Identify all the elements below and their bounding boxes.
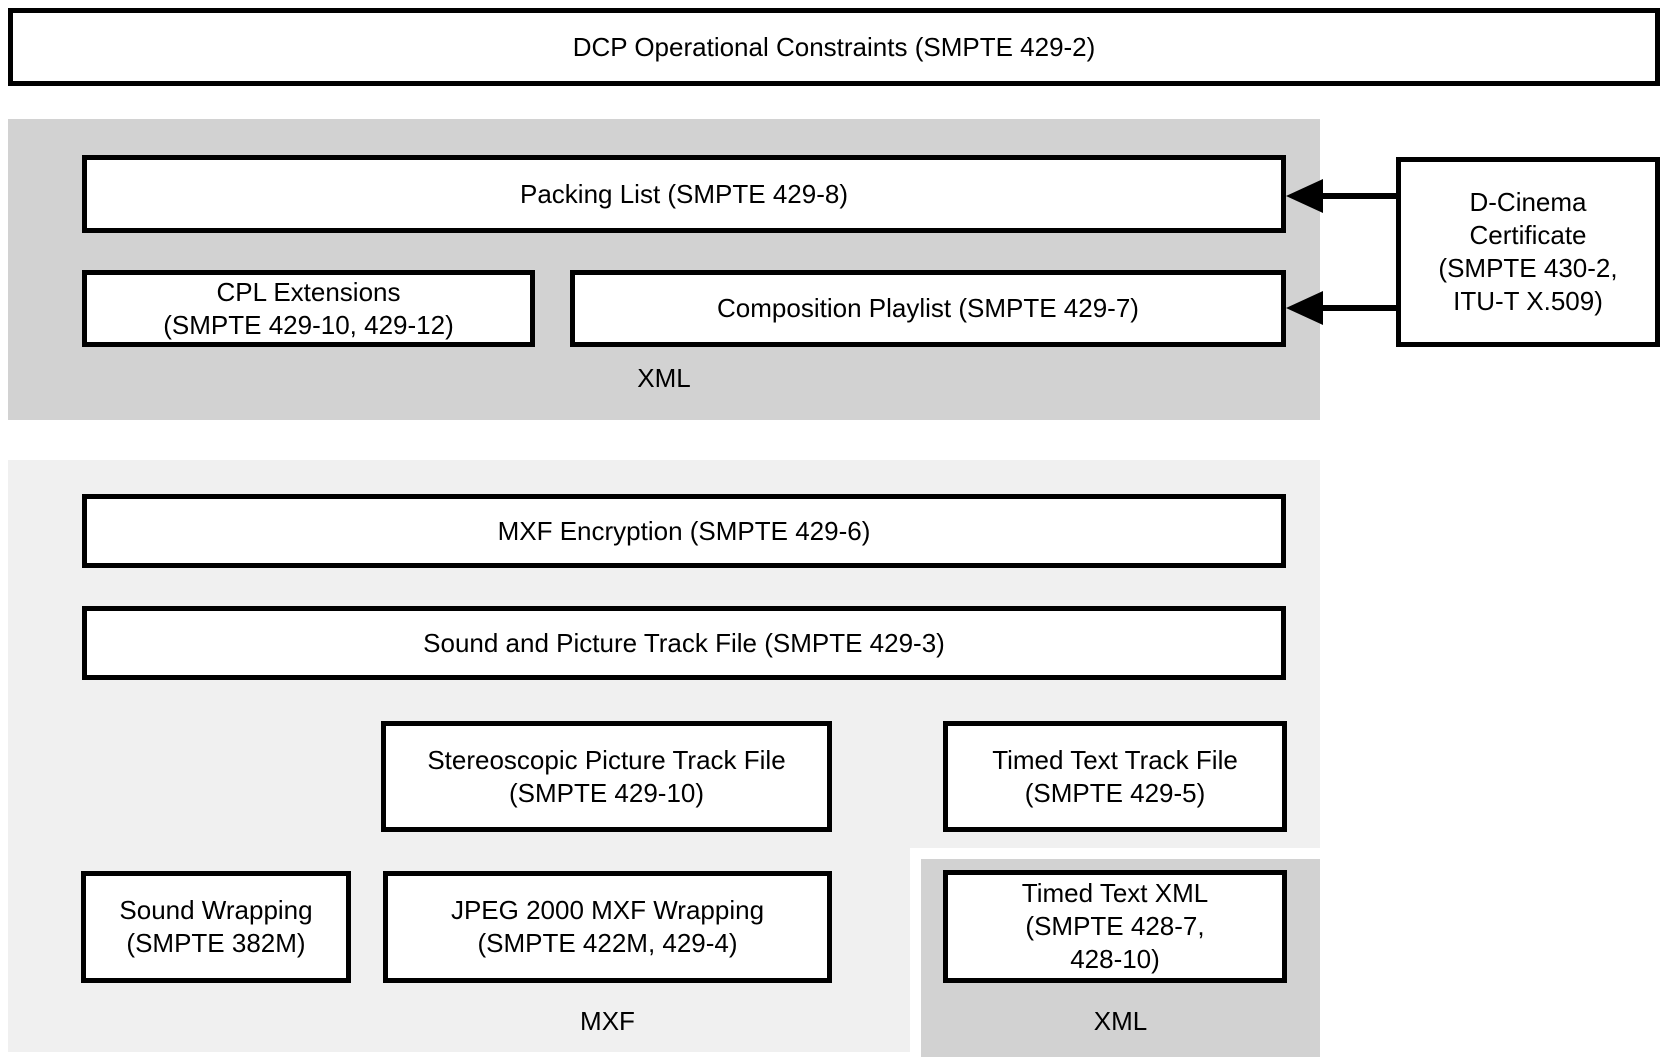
timed-text-track-file-label-line1: Timed Text Track File: [992, 744, 1238, 775]
stereoscopic-picture-track-file-box: Stereoscopic Picture Track File (SMPTE 4…: [381, 721, 832, 832]
dcp-operational-constraints-label: DCP Operational Constraints (SMPTE 429-2…: [572, 31, 1096, 62]
packing-list-box: Packing List (SMPTE 429-8): [82, 155, 1286, 233]
timed-text-xml-box: Timed Text XML (SMPTE 428-7, 428-10): [943, 870, 1287, 983]
d-cinema-certificate-box: D-Cinema Certificate (SMPTE 430-2, ITU-T…: [1396, 157, 1660, 347]
cpl-extensions-box: CPL Extensions (SMPTE 429-10, 429-12): [82, 270, 535, 347]
sound-and-picture-track-file-label: Sound and Picture Track File (SMPTE 429-…: [423, 627, 945, 658]
timed-text-track-file-label-line2: (SMPTE 429-5): [1024, 777, 1206, 808]
jpeg2000-mxf-wrapping-label-line2: (SMPTE 422M, 429-4): [477, 928, 738, 958]
timed-text-xml-label-line3: 428-10): [1070, 944, 1160, 974]
arrow-left-icon: [1286, 179, 1323, 213]
timed-text-track-file-box: Timed Text Track File (SMPTE 429-5): [943, 721, 1287, 832]
d-cinema-certificate-label-line4: ITU-T X.509): [1453, 286, 1603, 316]
timed-text-xml-section-label: XML: [1093, 1006, 1148, 1036]
arrow-shaft: [1320, 305, 1396, 311]
arrow-shaft: [1320, 193, 1396, 199]
timed-text-xml-label-line1: Timed Text XML: [1021, 878, 1209, 908]
composition-playlist-box: Composition Playlist (SMPTE 429-7): [570, 270, 1286, 347]
sound-wrapping-box: Sound Wrapping (SMPTE 382M): [81, 871, 351, 983]
d-cinema-certificate-label-line3: (SMPTE 430-2,: [1438, 253, 1618, 283]
d-cinema-certificate-label-line2: Certificate: [1469, 220, 1587, 250]
arrow-left-icon: [1286, 291, 1323, 325]
jpeg2000-mxf-wrapping-box: JPEG 2000 MXF Wrapping (SMPTE 422M, 429-…: [383, 871, 832, 983]
stereoscopic-picture-track-file-label-line1: Stereoscopic Picture Track File: [427, 744, 786, 775]
d-cinema-certificate-label-line1: D-Cinema: [1469, 187, 1587, 217]
stereoscopic-picture-track-file-label-line2: (SMPTE 429-10): [508, 777, 705, 808]
jpeg2000-mxf-wrapping-label-line1: JPEG 2000 MXF Wrapping: [450, 895, 765, 925]
cpl-extensions-label-line2: (SMPTE 429-10, 429-12): [163, 309, 454, 340]
certificate-to-packing-list-arrow: [1286, 179, 1396, 213]
mxf-section-label: MXF: [580, 1006, 635, 1036]
mxf-encryption-label: MXF Encryption (SMPTE 429-6): [497, 515, 871, 546]
sound-wrapping-label-line1: Sound Wrapping: [119, 895, 313, 925]
cpl-extensions-label-line1: CPL Extensions: [216, 276, 401, 307]
composition-playlist-label: Composition Playlist (SMPTE 429-7): [717, 293, 1139, 323]
certificate-to-composition-playlist-arrow: [1286, 291, 1396, 325]
sound-and-picture-track-file-box: Sound and Picture Track File (SMPTE 429-…: [82, 606, 1286, 680]
mxf-encryption-box: MXF Encryption (SMPTE 429-6): [82, 494, 1286, 568]
xml-package-section-label: XML: [637, 363, 691, 393]
dcp-operational-constraints-box: DCP Operational Constraints (SMPTE 429-2…: [8, 8, 1660, 86]
sound-wrapping-label-line2: (SMPTE 382M): [126, 928, 306, 958]
packing-list-label: Packing List (SMPTE 429-8): [519, 178, 848, 209]
timed-text-xml-label-line2: (SMPTE 428-7,: [1025, 911, 1205, 941]
